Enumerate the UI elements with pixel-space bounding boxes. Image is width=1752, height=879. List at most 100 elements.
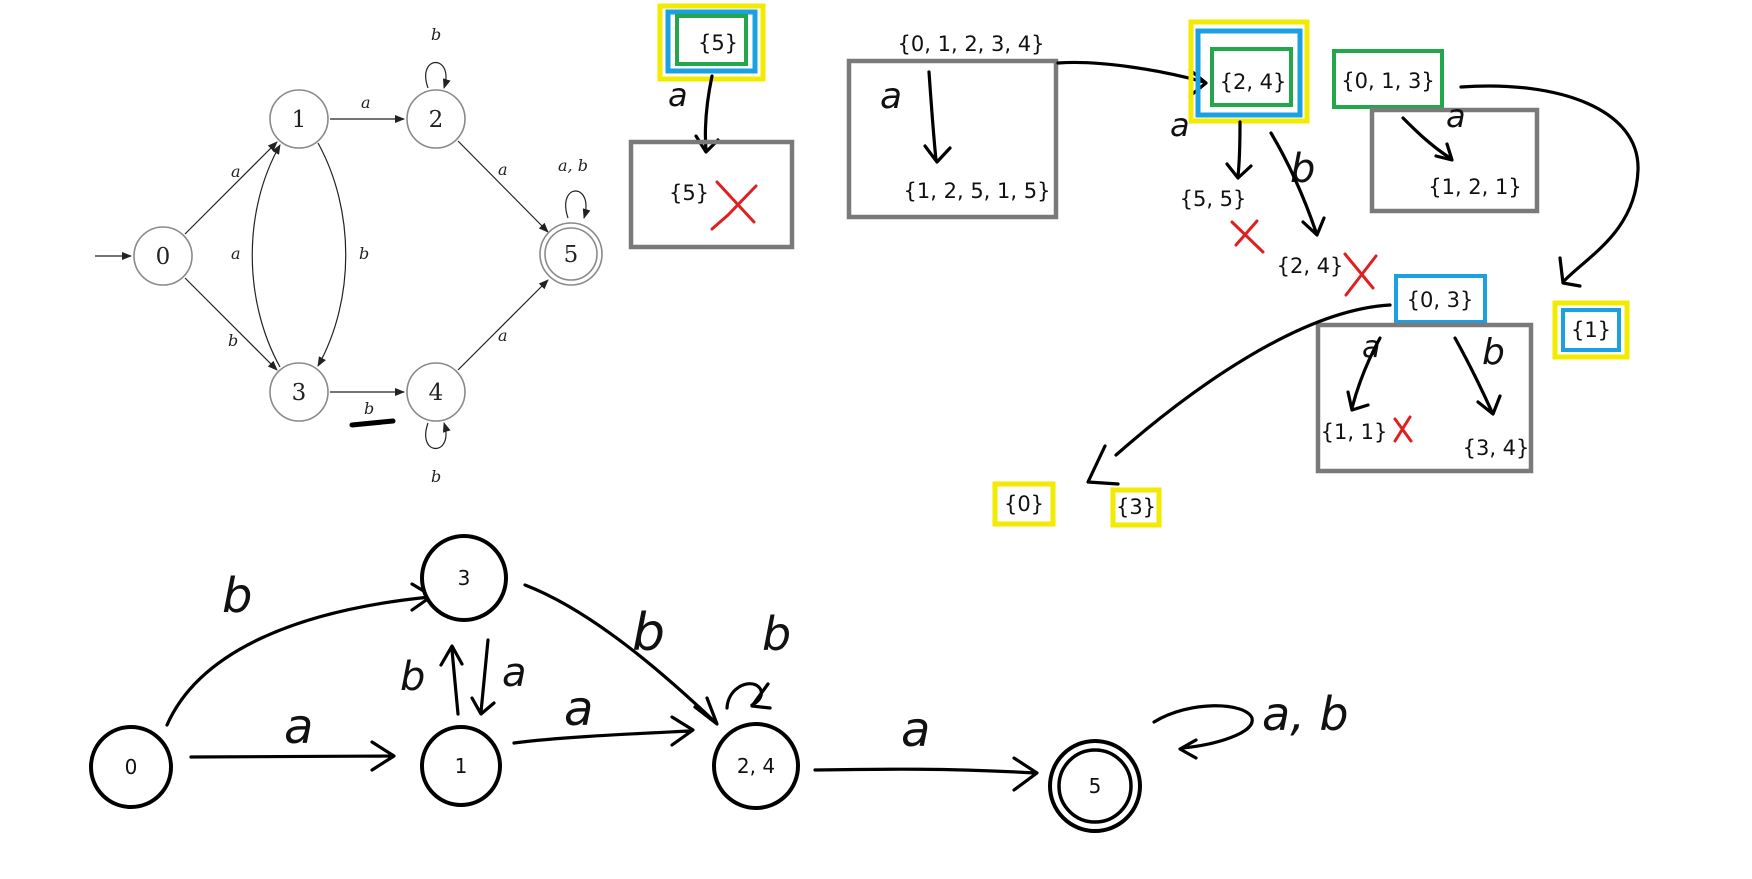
edge-q3-q1 bbox=[470, 638, 496, 716]
nfa-node-4: 4 bbox=[406, 362, 466, 422]
svg-text:2, 4: 2, 4 bbox=[737, 754, 775, 778]
set-label: {5} bbox=[698, 31, 738, 55]
red-cross-b bbox=[1343, 252, 1378, 297]
set-label: {0, 1, 3} bbox=[1341, 69, 1435, 93]
nfa-node-0: 0 bbox=[133, 226, 193, 286]
svg-text:0: 0 bbox=[156, 244, 171, 270]
edge-q1-q3 bbox=[439, 644, 464, 716]
dfa-node-24: 2, 4 bbox=[712, 722, 800, 810]
svg-text:5: 5 bbox=[1089, 774, 1102, 798]
letter-b: b bbox=[1290, 146, 1315, 192]
svg-text:3: 3 bbox=[292, 380, 307, 406]
final-set-1: {1} bbox=[1552, 300, 1630, 360]
result-b: {3, 4} bbox=[1463, 436, 1530, 460]
label-q3-q24: b bbox=[632, 603, 665, 663]
gray-box bbox=[846, 58, 1059, 220]
original-nfa: a b a b a b a a b b a, b 0 1 2 3 4 bbox=[95, 25, 603, 486]
hand-arrow-to-1 bbox=[1459, 84, 1640, 288]
label-q5-loop: a, b bbox=[1262, 687, 1349, 741]
block-24: {2, 4} a b {5, 5} {2, 4} bbox=[1170, 19, 1378, 297]
green-frame bbox=[1210, 47, 1293, 107]
final-set-0: {0} bbox=[992, 481, 1056, 527]
edge-3-1 bbox=[251, 144, 281, 368]
set-label: {2, 4} bbox=[1220, 70, 1287, 94]
svg-text:3: 3 bbox=[458, 566, 471, 590]
loop-5 bbox=[565, 190, 591, 219]
edge-2-5 bbox=[457, 140, 549, 233]
result-b: {2, 4} bbox=[1277, 254, 1344, 278]
dfa-node-0: 0 bbox=[89, 725, 173, 809]
set-label: {0, 1, 2, 3, 4} bbox=[898, 32, 1045, 56]
label-q24-q5: a bbox=[901, 702, 930, 758]
label-e31: a bbox=[231, 244, 241, 263]
hand-arrow-b bbox=[1453, 336, 1502, 416]
label-q0-q3: b bbox=[222, 568, 252, 624]
svg-text:1: 1 bbox=[455, 754, 468, 778]
letter-label: a bbox=[668, 76, 688, 114]
blue-frame bbox=[1394, 274, 1487, 324]
dfa-node-1: 1 bbox=[420, 725, 502, 807]
svg-text:5: 5 bbox=[564, 242, 579, 268]
partition-work: {5} a {5} {0, 1, 2, 3, 4} a {1, 2, 5, 1,… bbox=[628, 3, 1640, 528]
hand-arrow-a bbox=[1346, 336, 1382, 412]
label-loop5: a, b bbox=[558, 156, 588, 175]
yellow-frame bbox=[1188, 19, 1310, 124]
hand-arrow-to-24 bbox=[1056, 60, 1208, 98]
hand-arrow-split bbox=[1086, 303, 1392, 486]
label-q3-q1: a bbox=[502, 650, 527, 696]
blue-frame bbox=[665, 9, 758, 74]
nfa-node-3: 3 bbox=[269, 362, 329, 422]
block-5: {5} a {5} bbox=[628, 3, 795, 250]
label-e12: a bbox=[361, 93, 371, 112]
block-03: {0, 3} a b {1, 1} {3, 4} bbox=[1086, 274, 1534, 486]
loop-4 bbox=[425, 422, 451, 449]
hand-arrow-a bbox=[1225, 120, 1253, 180]
edge-4-5 bbox=[457, 279, 549, 371]
svg-text:{0}: {0} bbox=[1004, 492, 1044, 516]
gray-box bbox=[1369, 107, 1540, 214]
hand-arrow-b bbox=[1269, 131, 1326, 237]
label-loop2: b bbox=[431, 25, 441, 44]
loop-2 bbox=[425, 62, 451, 89]
block-01234: {0, 1, 2, 3, 4} a {1, 2, 5, 1, 5} bbox=[846, 32, 1208, 220]
minimized-dfa: b a b a a b b a a, b 0 1 3 2, 4 5 bbox=[89, 534, 1349, 833]
blue-frame bbox=[1195, 28, 1303, 118]
result-label: {1, 2, 5, 1, 5} bbox=[904, 179, 1051, 203]
edge-q24-q5 bbox=[813, 756, 1039, 792]
edge-0-1 bbox=[184, 141, 278, 235]
label-loop4: b bbox=[431, 467, 441, 486]
nfa-node-2: 2 bbox=[406, 89, 466, 149]
underline-scribble bbox=[349, 418, 396, 428]
svg-text:2: 2 bbox=[429, 107, 444, 133]
green-frame bbox=[1332, 49, 1444, 109]
nfa-node-5-accepting: 5 bbox=[539, 222, 603, 286]
edge-1-3 bbox=[317, 142, 347, 367]
letter-a: a bbox=[1362, 330, 1380, 365]
result-a: {5, 5} bbox=[1180, 187, 1247, 211]
hand-arrow bbox=[923, 70, 952, 164]
letter-label: a bbox=[880, 76, 902, 117]
gray-box bbox=[1315, 322, 1534, 474]
label-e25: a bbox=[498, 160, 508, 179]
red-cross bbox=[1393, 415, 1413, 443]
svg-text:{3}: {3} bbox=[1116, 495, 1156, 519]
label-q24-loop: b bbox=[762, 607, 791, 661]
result-a: {1, 1} bbox=[1321, 420, 1388, 444]
label-q0-q1: a bbox=[284, 699, 313, 755]
edge-q3-q24 bbox=[523, 583, 719, 726]
label-e03: b bbox=[228, 331, 238, 350]
final-set-3: {3} bbox=[1110, 487, 1162, 528]
svg-text:0: 0 bbox=[125, 755, 138, 779]
block-013: {0, 1, 3} a {1, 2, 1} bbox=[1332, 49, 1640, 288]
edge-q1-q24 bbox=[512, 715, 695, 747]
label-e45: a bbox=[498, 326, 508, 345]
svg-text:4: 4 bbox=[429, 380, 444, 406]
label-e13: b bbox=[359, 244, 369, 263]
set-label: {0, 3} bbox=[1407, 288, 1474, 312]
dfa-node-5-accepting: 5 bbox=[1048, 739, 1142, 833]
red-cross bbox=[710, 180, 758, 231]
loop-q24 bbox=[725, 682, 772, 710]
letter-a: a bbox=[1170, 106, 1190, 144]
label-e34: b bbox=[364, 399, 374, 418]
